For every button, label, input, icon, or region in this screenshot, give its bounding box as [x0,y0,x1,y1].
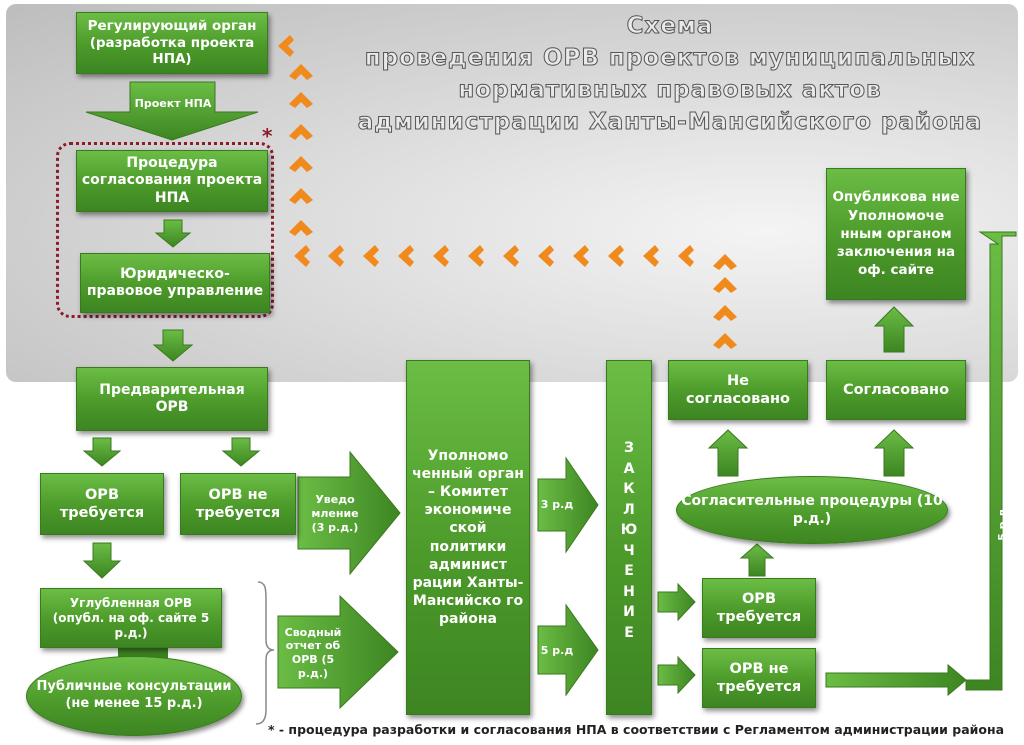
title-line-2: проведения ОРВ проектов муниципальных [364,45,976,72]
conclusion-letter: Л [623,501,635,518]
title-line-4: администрации Ханты-Мансийского района [357,109,983,136]
right-arrow-to-vertical [825,663,967,697]
approval-procedure-box: Процедура согласования проекта НПА [76,150,268,212]
down-arrow-prelim-notrequired [221,437,261,467]
orange-return-path [278,35,737,349]
bracket-left [255,581,275,725]
vertical-return-arrow [965,231,1017,691]
days3-arrow [537,456,599,554]
conclusion-letter: А [623,460,635,477]
conclusion-letter: К [623,481,635,497]
title-line-3: нормативных правовых актов [458,77,882,104]
up-arrows [707,306,915,577]
conclusion-letter: Е [624,563,634,579]
small-down-arrows [82,219,261,579]
down-arrow-approval-legal [154,219,192,248]
days5-arrow [537,603,599,697]
notice-big-arrow [297,450,401,576]
draft-down-arrow [85,81,259,141]
right-arrows [657,582,967,697]
down-arrow-legal-prelim [152,329,194,362]
footnote: * - процедура разработки и согласования … [268,722,1005,737]
authorized-body-box: Уполномо ченный орган – Комитет экономич… [406,360,530,715]
up-arrow-orv-procedures [739,543,775,577]
not-agreed-box: Не согласовано [668,360,808,420]
notice-label: Уведо мление (3 р.д.) [311,493,359,534]
preliminary-orv-box: Предварительная ОРВ [76,367,268,431]
up-arrow-procedures-notagreed [707,429,749,477]
right-arrow-orv-required [657,582,696,622]
conciliation-procedures-oval: Согласительные процедуры (10 р.д.) [676,476,948,544]
orv-required-left-box: ОРВ требуется [40,473,164,535]
conclusion-letter: Н [623,583,635,600]
summary-report-label: Сводный отчет об ОРВ (5 р.д.) [284,625,342,680]
conclusion-letter: Ю [620,522,638,538]
legal-department-box: Юридическо-правовое управление [80,253,270,313]
conclusion-letter: З [624,440,634,456]
days5-label: 5 р.д [540,644,574,658]
regulator-box: Регулирующий орган (разработка проекта Н… [76,12,268,74]
conclusion-letter: Ч [623,542,635,559]
public-consultations-oval: Публичные консультации (не менее 15 р.д.… [26,656,242,736]
up-arrow-procedures-agreed [873,429,915,477]
right-arrow-orv-notrequired [657,655,696,695]
agreed-box: Согласовано [826,360,966,420]
summary-big-arrow [277,594,399,710]
deep-orv-box: Углубленная ОРВ (опубл. на оф. сайте 5 р… [40,588,222,648]
approval-group-star: * [262,124,273,148]
orv-not-required-right-box: ОРВ не требуется [702,648,816,708]
conclusion-column [606,360,652,715]
orv-not-required-left-box: ОРВ не требуется [180,473,296,535]
down-arrow-prelim-required [82,437,122,467]
publication-box: Опубликова ние Уполномоче нным органом з… [826,168,966,300]
up-arrow-agreed-published [873,306,915,353]
conclusion-letter: И [623,604,635,620]
approval-group-outline [56,142,274,318]
diagram-title: Схема проведения ОРВ проектов муниципаль… [320,10,1020,138]
conclusion-letter: Е [624,624,634,641]
orv-required-right-box: ОРВ требуется [702,578,816,638]
title-line-1: Схема [626,13,714,40]
days5-vertical-label: 5 р.д. [995,504,1009,541]
down-arrow-required-deep [82,542,122,579]
draft-arrow-label: Проект НПА [134,97,212,111]
days3-label: 3 р.д [540,498,574,512]
